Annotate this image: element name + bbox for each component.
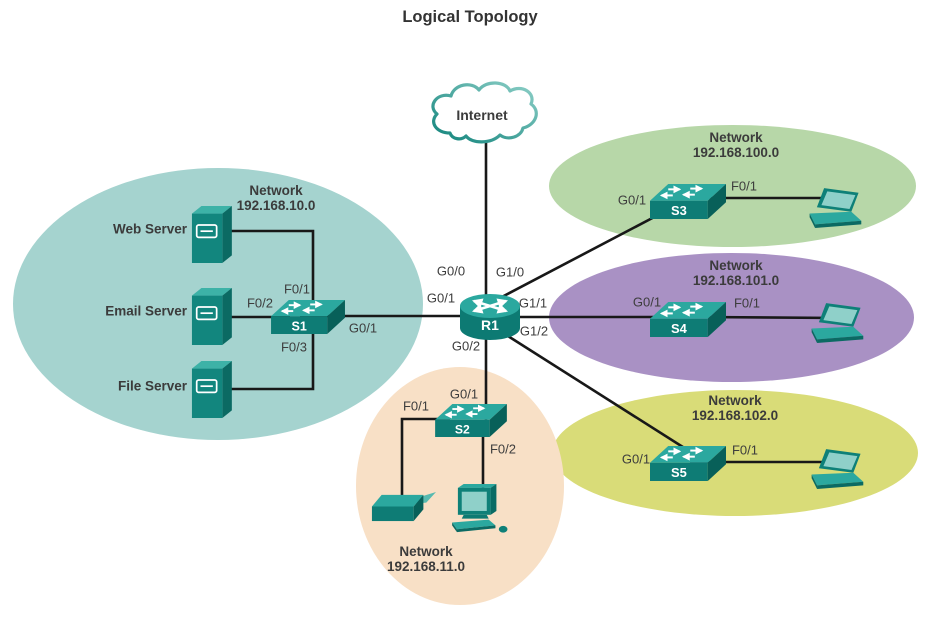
lan101-network-label: Network 192.168.101.0 <box>692 258 780 288</box>
lan100-zone <box>549 125 916 247</box>
s1-port-g0-1: G0/1 <box>348 320 378 336</box>
s2-port-f0-1: F0/1 <box>402 398 430 414</box>
s5-port-f0-1: F0/1 <box>731 442 759 458</box>
switch-s2-icon: S2 <box>435 404 507 437</box>
r1-port-g0-1: G0/1 <box>426 290 456 306</box>
link-r1-s3 <box>497 212 661 301</box>
s2-port-g0-1: G0/1 <box>449 386 479 402</box>
link-webserver-s1 <box>226 229 315 308</box>
lan11-network-label: Network 192.168.11.0 <box>386 544 466 574</box>
switch-s3-label: S3 <box>671 203 687 218</box>
router-r1-icon: R1 <box>460 294 520 340</box>
lan101-laptop-icon <box>811 303 864 344</box>
switch-s3-icon: S3 <box>650 184 726 219</box>
link-fileserver-s1 <box>226 332 315 391</box>
r1-port-g1-0: G1/0 <box>495 264 525 280</box>
r1-port-g0-0: G0/0 <box>436 263 466 279</box>
link-r1-s5 <box>499 329 687 451</box>
internet-label: Internet <box>456 107 508 123</box>
switch-s4-icon: S4 <box>650 302 726 337</box>
r1-port-g1-2: G1/2 <box>519 323 549 339</box>
lan100-laptop-icon <box>809 188 862 229</box>
email-server-icon <box>191 288 232 345</box>
web-server-icon <box>191 206 232 263</box>
s2-port-f0-2: F0/2 <box>489 441 517 457</box>
switch-s1-icon: S1 <box>271 300 345 334</box>
lan102-network-label: Network 192.168.102.0 <box>691 393 779 423</box>
s1-port-f0-1: F0/1 <box>283 281 311 297</box>
lan11-pc-icon <box>452 484 508 533</box>
switch-s1-label: S1 <box>291 319 306 333</box>
diagram-title: Logical Topology <box>402 8 538 26</box>
lan102-zone <box>552 390 918 516</box>
file-server-icon <box>191 361 232 418</box>
s3-port-f0-1: F0/1 <box>730 178 758 194</box>
file-server-label: File Server <box>117 378 187 394</box>
s5-port-g0-1: G0/1 <box>621 451 651 467</box>
switch-s4-label: S4 <box>671 321 688 336</box>
s1-port-f0-2: F0/2 <box>246 295 274 311</box>
lan11-printer-icon <box>371 491 436 522</box>
r1-port-g0-2: G0/2 <box>451 338 481 354</box>
s3-port-g0-1: G0/1 <box>617 192 647 208</box>
router-label: R1 <box>481 317 499 333</box>
switch-s2-label: S2 <box>455 422 470 436</box>
switch-s5-icon: S5 <box>650 446 726 481</box>
s4-port-f0-1: F0/1 <box>733 295 761 311</box>
lan102-laptop-icon <box>811 449 864 490</box>
switch-s5-label: S5 <box>671 465 687 480</box>
web-server-label: Web Server <box>112 221 187 237</box>
email-server-label: Email Server <box>105 303 187 319</box>
s1-port-f0-3: F0/3 <box>280 339 308 355</box>
link-s2-printer <box>400 417 450 502</box>
internet-cloud-icon: Internet <box>431 81 538 144</box>
s4-port-g0-1: G0/1 <box>632 294 662 310</box>
r1-port-g1-1: G1/1 <box>518 295 548 311</box>
lan100-network-label: Network 192.168.100.0 <box>692 130 780 160</box>
lan10-network-label: Network 192.168.10.0 <box>236 183 316 213</box>
